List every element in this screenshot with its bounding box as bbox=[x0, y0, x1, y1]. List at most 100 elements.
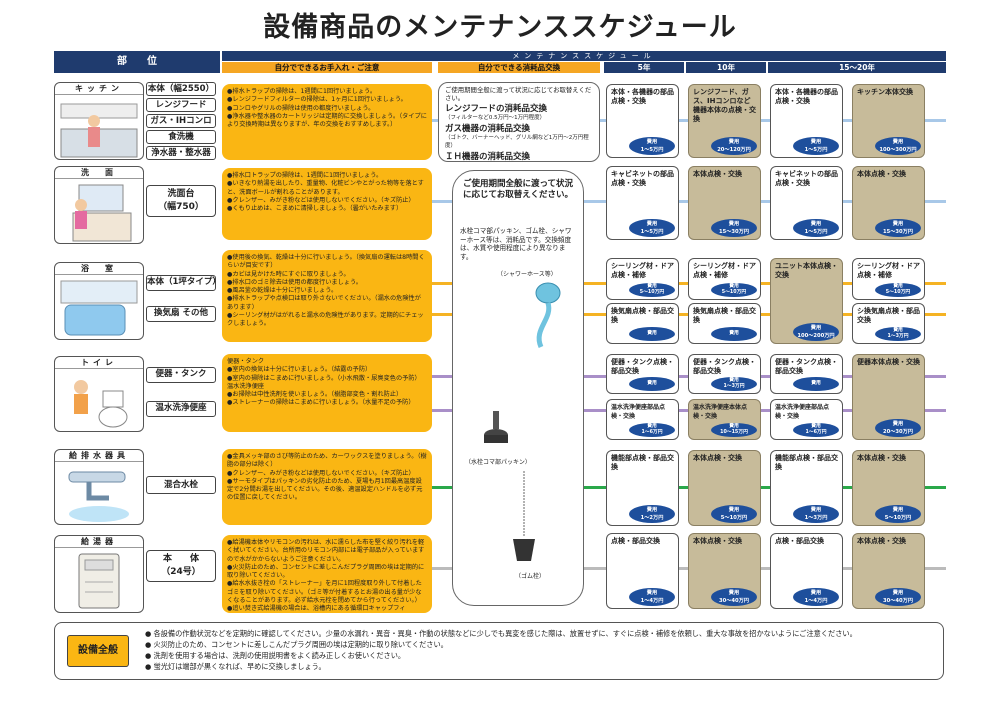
page-title: 設備商品のメンテナンススケジュール bbox=[263, 12, 737, 43]
sched-water-5y-fee: 費用 1～2万円 bbox=[629, 505, 675, 523]
sched-bath-15y-text: ユニット本体点検・交換 bbox=[775, 262, 838, 279]
sched-heater-5y: 点検・部品交換費用 1～4万円 bbox=[606, 533, 679, 609]
sched-bath-10y-fan-fee: 費用 bbox=[711, 327, 757, 341]
sched-kitchen-20y-fee: 費用 100～300万円 bbox=[875, 137, 921, 155]
sched-heater-10y-text: 本体点検・交換 bbox=[693, 537, 742, 545]
care-heater: ●給湯機本体やリモコンの汚れは、水に濡らした布を堅く絞り汚れを軽く拭いてください… bbox=[222, 535, 432, 613]
shower-head-icon bbox=[535, 282, 561, 349]
sched-bath-10y-fan-text: 換気扇点検・部品交換 bbox=[693, 307, 756, 324]
part-toilet-bowl: 便器・タンク bbox=[146, 367, 216, 383]
sched-heater-15y-text: 点検・部品交換 bbox=[775, 537, 824, 545]
washroom-illustration bbox=[72, 184, 132, 242]
sched-bath-15y-fee: 費用 100～200万円 bbox=[793, 323, 839, 341]
sched-water-5y-text: 機能部点検・部品交換 bbox=[611, 454, 674, 471]
sched-bath-5y-fan: 換気扇点検・部品交換費用 bbox=[606, 303, 679, 344]
sched-bath-5y-fan-text: 換気扇点検・部品交換 bbox=[611, 307, 674, 324]
consumable-range-hood: レンジフードの消耗品交換 bbox=[445, 104, 548, 114]
water-heater-illustration bbox=[78, 553, 120, 609]
part-washlet: 温水洗浄便座 bbox=[146, 401, 216, 417]
consumable-range-hood-sub: （フィルターなど0.5万円～1万円程度） bbox=[445, 115, 546, 121]
part-range-hood: レンジフード bbox=[146, 98, 216, 112]
header-maintenance: メンテナンススケジュール bbox=[222, 51, 946, 61]
part-dishwasher: 食洗機 bbox=[146, 130, 216, 144]
consumables-kitchen: ご使用期間全般に渡って状況に応じてお取替えください。 レンジフードの消耗品交換 … bbox=[438, 82, 600, 162]
sched-bath-20y-seal-fee: 費用 5～10万円 bbox=[875, 283, 921, 297]
header-15y: 15～20年 bbox=[768, 62, 946, 73]
packing-label: （水栓コマ部パッキン） bbox=[465, 459, 531, 466]
sched-heater-10y-fee: 費用 30～40万円 bbox=[711, 588, 757, 606]
sched-water-15y: 機能部点検・部品交換費用 1～3万円 bbox=[770, 450, 843, 526]
category-toilet-label: トイレ bbox=[55, 357, 143, 369]
sched-washroom-10y-fee: 費用 15～30万円 bbox=[711, 219, 757, 237]
sched-kitchen-5y-text: 本体・各機器の部品点検・交換 bbox=[611, 88, 674, 105]
sched-heater-5y-fee: 費用 1～4万円 bbox=[629, 588, 675, 606]
sched-toilet-20y: 便器本体点検・交換費用 20～30万円 bbox=[852, 354, 925, 440]
consumable-gas-sub: （ゴトク、バーナーヘッド、グリル網など1万円～2万円程度） bbox=[445, 135, 589, 149]
sched-water-5y: 機能部点検・部品交換費用 1～2万円 bbox=[606, 450, 679, 526]
part-stove: ガス・IHコンロ bbox=[146, 114, 216, 128]
part-heater-body: 本 体 （24号） bbox=[146, 550, 216, 582]
sched-bath-15y: ユニット本体点検・交換費用 100～200万円 bbox=[770, 258, 843, 344]
consumables-general-body: 水栓コマ部パッキン、ゴム栓、シャワーホース等は、消耗品です。交換頻度は、水質や使… bbox=[460, 227, 572, 261]
part-heater-name: 本 体 bbox=[162, 554, 199, 564]
sched-washroom-20y: 本体点検・交換費用 15～30万円 bbox=[852, 166, 925, 240]
care-kitchen-text: ●排水トラップの掃除は、1週間に1回行いましょう。 ●レンジフードフィルターの掃… bbox=[227, 88, 427, 129]
kitchen-illustration bbox=[60, 103, 138, 158]
category-water: 給排水器具 bbox=[54, 449, 144, 525]
sched-toilet-15y-seat-text: 温水洗浄便座部品点検・交換 bbox=[775, 404, 830, 420]
sched-bath-5y-seal-text: シーリング材・ドア点検・補修 bbox=[611, 262, 674, 279]
sched-heater-15y-fee: 費用 1～4万円 bbox=[793, 588, 839, 606]
sched-toilet-20y-text: 便器本体点検・交換 bbox=[857, 358, 920, 366]
category-kitchen: キッチン bbox=[54, 82, 144, 160]
category-washroom-label: 洗 面 bbox=[55, 167, 143, 179]
shower-label: （シャワーホース等） bbox=[497, 271, 557, 278]
part-bath-fan: 換気扇 その他 bbox=[146, 306, 216, 322]
sched-toilet-10y-seat-fee: 費用 10～15万円 bbox=[711, 423, 757, 437]
sched-toilet-5y-seat: 温水洗浄便座部品点検・交換費用 1～6万円 bbox=[606, 399, 679, 440]
sched-toilet-15y-bowl: 便器・タンク点検・部品交換費用 bbox=[770, 354, 843, 394]
sched-water-15y-fee: 費用 1～3万円 bbox=[793, 505, 839, 523]
category-kitchen-label: キッチン bbox=[55, 83, 143, 95]
sched-heater-20y: 本体点検・交換費用 30～40万円 bbox=[852, 533, 925, 609]
care-toilet: 便器・タンク ●室内の換気は十分に行いましょう。（結露の予防） ●室内の掃除はこ… bbox=[222, 354, 432, 432]
sched-bath-20y-seal: シーリング材・ドア点検・補修費用 5～10万円 bbox=[852, 258, 925, 300]
sched-kitchen-20y: キッチン本体交換費用 100～300万円 bbox=[852, 84, 925, 158]
sched-kitchen-15y-text: 本体・各機器の部品点検・交換 bbox=[775, 88, 838, 105]
sched-toilet-15y-seat: 温水洗浄便座部品点検・交換費用 1～6万円 bbox=[770, 399, 843, 440]
category-washroom: 洗 面 bbox=[54, 166, 144, 244]
part-kitchen-body: 本体（幅2550） bbox=[146, 82, 216, 96]
sched-kitchen-10y: レンジフード、ガス、IHコンロなど機器本体の点検・交換費用 20～120万円 bbox=[688, 84, 761, 158]
consumables-general-head: ご使用期間全般に渡って状況に応じてお取替えください。 bbox=[462, 179, 574, 200]
sched-water-20y-text: 本体点検・交換 bbox=[857, 454, 906, 462]
sched-kitchen-5y: 本体・各機器の部品点検・交換費用 1～5万円 bbox=[606, 84, 679, 158]
care-heater-text: ●給湯機本体やリモコンの汚れは、水に濡らした布を堅く絞り汚れを軽く拭いてください… bbox=[227, 539, 425, 613]
faucet-packing-icon bbox=[484, 411, 508, 443]
sched-kitchen-5y-fee: 費用 1～5万円 bbox=[629, 137, 675, 155]
sched-bath-10y-fan: 換気扇点検・部品交換費用 bbox=[688, 303, 761, 344]
sched-toilet-20y-fee: 費用 20～30万円 bbox=[875, 419, 921, 437]
sched-washroom-20y-fee: 費用 15～30万円 bbox=[875, 219, 921, 237]
header-5y: 5年 bbox=[604, 62, 684, 73]
sched-bath-20y-seal-text: シーリング材・ドア点検・補修 bbox=[857, 262, 920, 279]
sched-water-10y-text: 本体点検・交換 bbox=[693, 454, 742, 462]
toilet-illustration bbox=[74, 380, 128, 428]
sched-kitchen-15y: 本体・各機器の部品点検・交換費用 1～5万円 bbox=[770, 84, 843, 158]
care-water-text: ●金具メッキ部のさび等防止のため、カーワックスを塗りましょう。（樹脂の部分は除く… bbox=[227, 453, 427, 502]
category-bath-label: 浴 室 bbox=[55, 263, 143, 275]
sched-kitchen-10y-text: レンジフード、ガス、IHコンロなど機器本体の点検・交換 bbox=[693, 88, 756, 123]
sched-kitchen-15y-fee: 費用 1～5万円 bbox=[793, 137, 839, 155]
sched-toilet-10y-bowl-text: 便器・タンク点検・部品交換 bbox=[693, 358, 756, 375]
sched-water-20y-fee: 費用 5～10万円 bbox=[875, 505, 921, 523]
sched-water-20y: 本体点検・交換費用 5～10万円 bbox=[852, 450, 925, 526]
part-water-purifier: 浄水器・整水器 bbox=[146, 146, 216, 160]
part-washbasin-size: （幅750） bbox=[158, 202, 204, 212]
part-mixing-faucet: 混合水栓 bbox=[146, 476, 216, 494]
general-notes-text: ● 各設備の作動状況などを定期的に確認してください。少量の水漏れ・異音・異臭・作… bbox=[145, 629, 857, 671]
sched-washroom-5y-fee: 費用 1～5万円 bbox=[629, 219, 675, 237]
care-toilet-text: 便器・タンク ●室内の換気は十分に行いましょう。（結露の予防） ●室内の掃除はこ… bbox=[227, 358, 421, 407]
part-heater-size: （24号） bbox=[161, 567, 201, 577]
sched-kitchen-10y-fee: 費用 20～120万円 bbox=[711, 137, 757, 155]
sched-bath-20y-fan-fee: 費用 1～3万円 bbox=[875, 327, 921, 341]
consumable-gas: ガス機器の消耗品交換 bbox=[445, 124, 531, 134]
consumables-note: ご使用期間全般に渡って状況に応じてお取替えください。 bbox=[445, 86, 592, 102]
